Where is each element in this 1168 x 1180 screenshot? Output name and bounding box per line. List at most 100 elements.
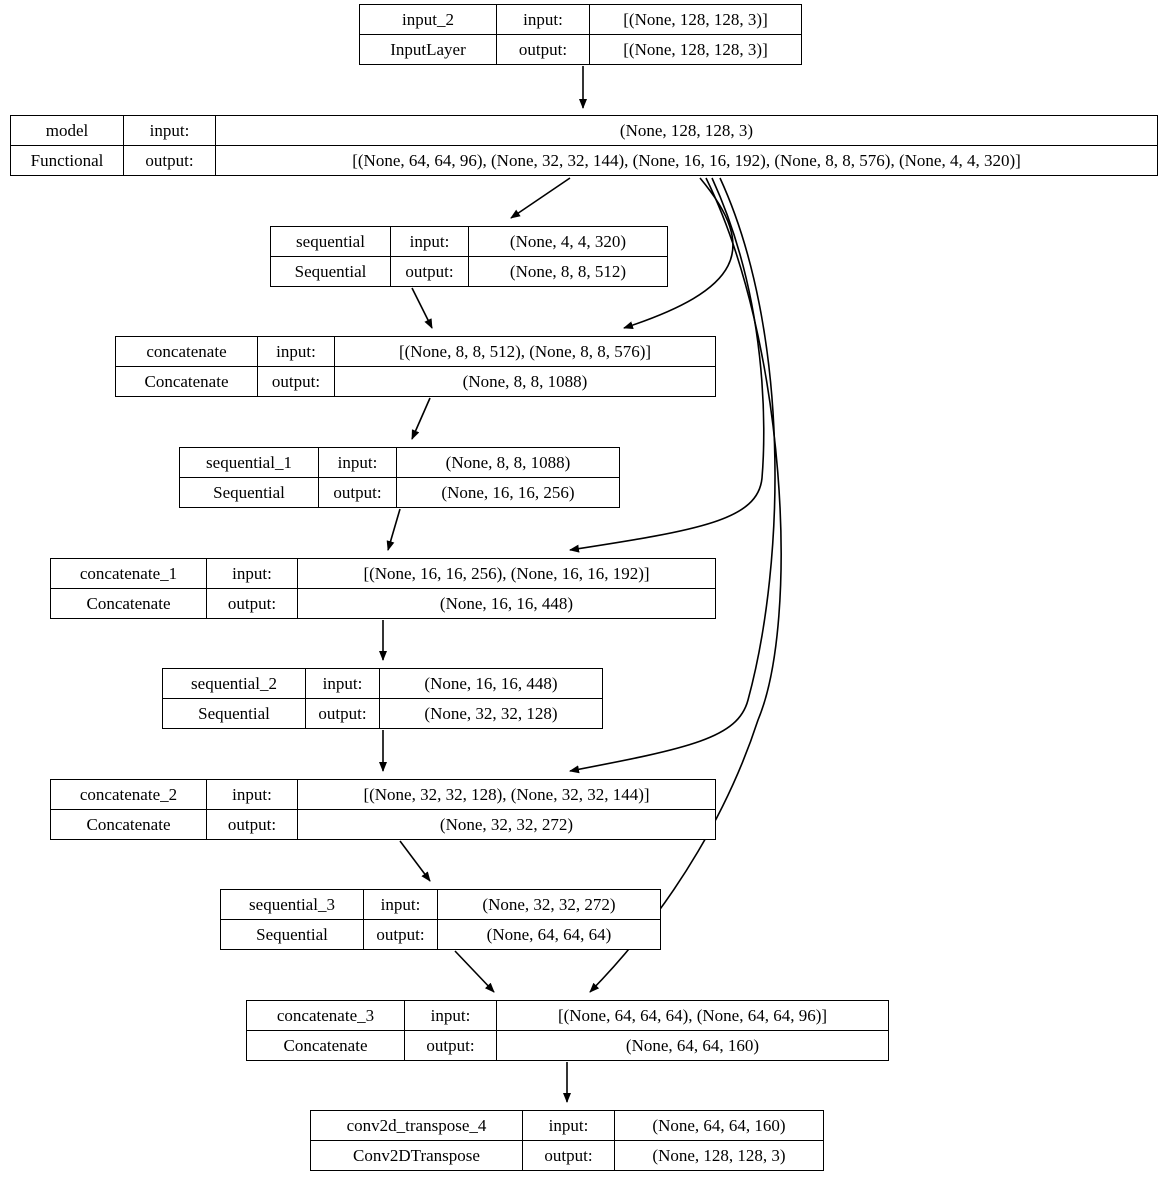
node-output-label: output:: [207, 810, 298, 839]
node-output-shape: [(None, 128, 128, 3)]: [623, 40, 768, 59]
edge-concatenate_2-to-sequential_3: [399, 840, 431, 882]
graph-node-input_2[interactable]: input_2 input: [(None, 128, 128, 3)] Inp…: [359, 4, 802, 65]
node-type: Concatenate: [116, 367, 258, 396]
node-type: InputLayer: [360, 35, 497, 64]
node-output-row: InputLayer output: [(None, 128, 128, 3)]: [360, 35, 801, 64]
node-output-row: Concatenate output: (None, 16, 16, 448): [51, 589, 715, 618]
node-input-label: input:: [364, 890, 438, 919]
node-input-label: input:: [319, 448, 397, 477]
node-input-label: input:: [207, 780, 298, 809]
graph-node-concatenate_1[interactable]: concatenate_1 input: [(None, 16, 16, 256…: [50, 558, 716, 619]
node-input-label: input:: [124, 116, 216, 145]
node-output-row: Sequential output: (None, 32, 32, 128): [163, 699, 602, 728]
node-type: Functional: [11, 146, 124, 175]
node-name: input_2: [360, 5, 497, 34]
node-input-label: input:: [306, 669, 380, 698]
node-output-label: output:: [306, 699, 380, 728]
node-output-shape: (None, 32, 32, 272): [439, 815, 574, 834]
node-output-row: Concatenate output: (None, 64, 64, 160): [247, 1031, 888, 1060]
node-output-label: output:: [364, 920, 438, 949]
node-output-row: Sequential output: (None, 64, 64, 64): [221, 920, 660, 949]
node-input-label: input:: [258, 337, 335, 366]
graph-node-concatenate[interactable]: concatenate input: [(None, 8, 8, 512), (…: [115, 336, 716, 397]
node-output-row: Sequential output: (None, 16, 16, 256): [180, 478, 619, 507]
node-output-label: output:: [497, 35, 590, 64]
node-name: sequential_2: [163, 669, 306, 698]
node-output-row: Concatenate output: (None, 32, 32, 272): [51, 810, 715, 839]
node-name: model: [11, 116, 124, 145]
node-type: Sequential: [221, 920, 364, 949]
edge-sequential_1-to-concatenate_1: [386, 508, 401, 551]
node-input-row: sequential_2 input: (None, 16, 16, 448): [163, 669, 602, 699]
edge-sequential-to-concatenate: [411, 287, 433, 329]
node-output-label: output:: [319, 478, 397, 507]
node-input-row: concatenate input: [(None, 8, 8, 512), (…: [116, 337, 715, 367]
node-name: sequential_1: [180, 448, 319, 477]
node-input-shape: (None, 16, 16, 448): [424, 674, 558, 693]
graph-node-concatenate_2[interactable]: concatenate_2 input: [(None, 32, 32, 128…: [50, 779, 716, 840]
node-input-shape: (None, 128, 128, 3): [619, 121, 754, 140]
node-type: Conv2DTranspose: [311, 1141, 523, 1170]
node-output-shape: (None, 8, 8, 512): [509, 262, 627, 281]
node-name: concatenate: [116, 337, 258, 366]
node-input-row: input_2 input: [(None, 128, 128, 3)]: [360, 5, 801, 35]
node-name: concatenate_3: [247, 1001, 405, 1030]
node-input-shape: [(None, 16, 16, 256), (None, 16, 16, 192…: [363, 564, 650, 583]
node-type: Sequential: [271, 257, 391, 286]
node-input-label: input:: [405, 1001, 497, 1030]
node-input-label: input:: [497, 5, 590, 34]
edge-model-to-sequential: [510, 177, 571, 219]
node-name: concatenate_1: [51, 559, 207, 588]
node-output-shape: (None, 16, 16, 448): [439, 594, 574, 613]
node-input-shape: (None, 4, 4, 320): [509, 232, 627, 251]
node-output-label: output:: [124, 146, 216, 175]
node-input-shape: (None, 32, 32, 272): [482, 895, 616, 914]
node-input-shape: [(None, 128, 128, 3)]: [623, 10, 768, 29]
node-input-label: input:: [391, 227, 469, 256]
node-name: sequential: [271, 227, 391, 256]
node-name: concatenate_2: [51, 780, 207, 809]
graph-node-sequential_1[interactable]: sequential_1 input: (None, 8, 8, 1088) S…: [179, 447, 620, 508]
graph-node-sequential_3[interactable]: sequential_3 input: (None, 32, 32, 272) …: [220, 889, 661, 950]
node-input-label: input:: [207, 559, 298, 588]
node-output-label: output:: [405, 1031, 497, 1060]
node-input-row: sequential_3 input: (None, 32, 32, 272): [221, 890, 660, 920]
node-type: Concatenate: [51, 589, 207, 618]
graph-node-concatenate_3[interactable]: concatenate_3 input: [(None, 64, 64, 64)…: [246, 1000, 889, 1061]
node-output-shape: (None, 16, 16, 256): [441, 483, 575, 502]
node-name: conv2d_transpose_4: [311, 1111, 523, 1140]
node-name: sequential_3: [221, 890, 364, 919]
node-type: Sequential: [163, 699, 306, 728]
node-output-shape: (None, 8, 8, 1088): [462, 372, 588, 391]
node-type: Concatenate: [51, 810, 207, 839]
node-output-label: output:: [523, 1141, 615, 1170]
node-output-label: output:: [258, 367, 335, 396]
graph-node-conv2d_transpose_4[interactable]: conv2d_transpose_4 input: (None, 64, 64,…: [310, 1110, 824, 1171]
node-type: Concatenate: [247, 1031, 405, 1060]
graph-node-model[interactable]: model input: (None, 128, 128, 3) Functio…: [10, 115, 1158, 176]
node-output-shape: [(None, 64, 64, 96), (None, 32, 32, 144)…: [352, 151, 1021, 170]
edge-sequential_3-to-concatenate_3: [454, 950, 495, 993]
node-output-label: output:: [391, 257, 469, 286]
graph-node-sequential_2[interactable]: sequential_2 input: (None, 16, 16, 448) …: [162, 668, 603, 729]
node-input-shape: [(None, 8, 8, 512), (None, 8, 8, 576)]: [398, 342, 652, 361]
edge-concatenate-to-sequential_1: [411, 397, 431, 440]
node-input-row: sequential_1 input: (None, 8, 8, 1088): [180, 448, 619, 478]
node-output-row: Conv2DTranspose output: (None, 128, 128,…: [311, 1141, 823, 1170]
node-output-label: output:: [207, 589, 298, 618]
node-input-shape: (None, 8, 8, 1088): [445, 453, 571, 472]
node-input-row: conv2d_transpose_4 input: (None, 64, 64,…: [311, 1111, 823, 1141]
graph-node-sequential[interactable]: sequential input: (None, 4, 4, 320) Sequ…: [270, 226, 668, 287]
node-output-shape: (None, 128, 128, 3): [652, 1146, 786, 1165]
node-output-row: Functional output: [(None, 64, 64, 96), …: [11, 146, 1157, 175]
node-input-row: sequential input: (None, 4, 4, 320): [271, 227, 667, 257]
node-input-row: concatenate_1 input: [(None, 16, 16, 256…: [51, 559, 715, 589]
node-input-row: concatenate_2 input: [(None, 32, 32, 128…: [51, 780, 715, 810]
node-output-shape: (None, 64, 64, 64): [486, 925, 612, 944]
node-output-row: Sequential output: (None, 8, 8, 512): [271, 257, 667, 286]
node-output-row: Concatenate output: (None, 8, 8, 1088): [116, 367, 715, 396]
node-input-shape: [(None, 64, 64, 64), (None, 64, 64, 96)]: [557, 1006, 828, 1025]
node-type: Sequential: [180, 478, 319, 507]
node-input-label: input:: [523, 1111, 615, 1140]
